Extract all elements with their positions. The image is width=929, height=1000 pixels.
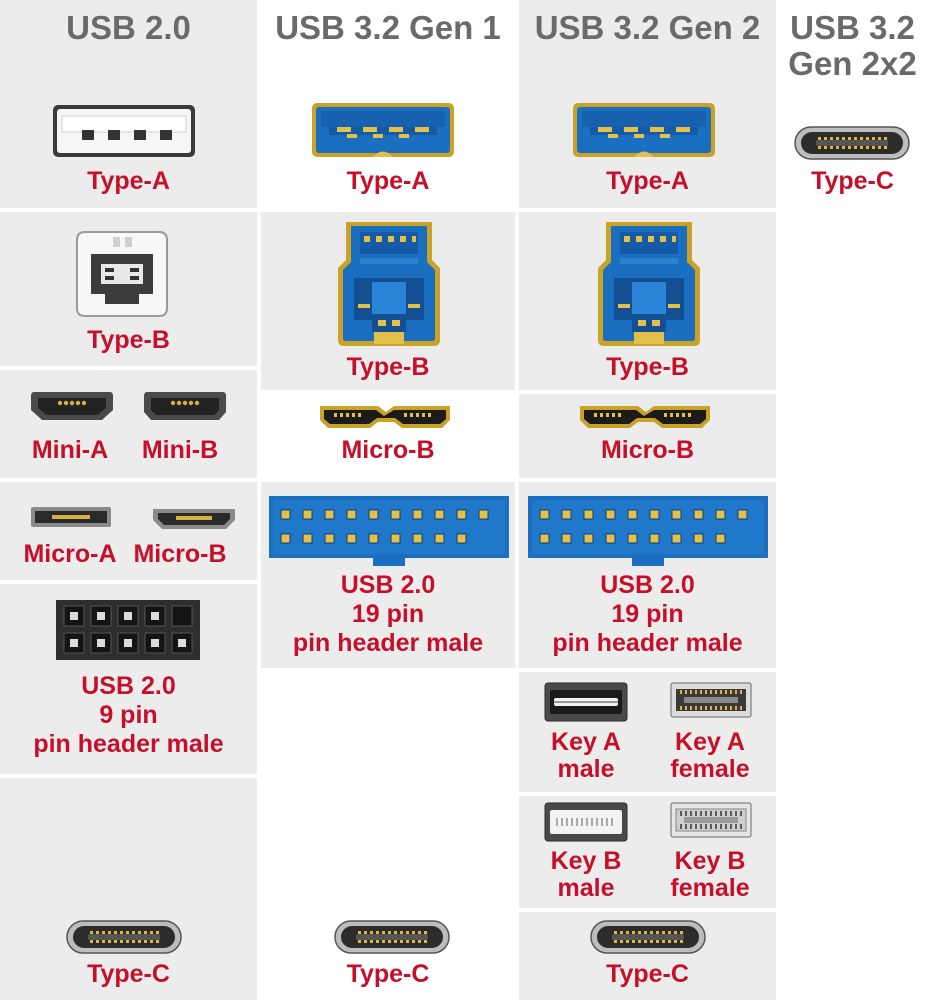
bg-microb-col3 <box>519 394 776 478</box>
usb2-type-a-icon <box>53 105 195 157</box>
gen1-pin-header-line3: pin header male <box>292 629 484 657</box>
usb2-type-c-label: Type-C <box>87 960 170 988</box>
key-b-male-icon <box>544 802 628 842</box>
gen1-pin-header-line1: USB 2.0 <box>340 571 436 599</box>
column-header-gen2x2-line1: USB 3.2 <box>790 9 915 46</box>
bg-typec-col1 <box>0 778 257 1000</box>
key-a-male-label-line1: Key A <box>551 728 621 756</box>
column-header-gen1: USB 3.2 Gen 1 <box>275 9 501 46</box>
key-b-female-label-line1: Key B <box>674 847 746 875</box>
key-b-female-icon <box>670 802 752 838</box>
gen2-pin-header-line1: USB 2.0 <box>600 571 695 599</box>
gen2-pin-header-line3: pin header male <box>552 629 743 657</box>
gen2-micro-b-label: Micro-B <box>600 436 695 464</box>
gen1-type-b-icon <box>338 222 440 346</box>
column-header-gen2x2-line2: Gen 2x2 <box>788 45 917 82</box>
usb2-type-b-icon <box>76 231 168 317</box>
bg-micro-col1 <box>0 482 257 580</box>
gen1-19pin-header-icon <box>269 496 509 566</box>
usb2-micro-a-icon <box>31 507 111 527</box>
usb2-type-c-icon <box>66 920 182 954</box>
key-a-male-icon <box>544 682 628 722</box>
usb2-micro-b-label: Micro-B <box>133 540 227 568</box>
gen1-type-a-icon <box>312 103 454 157</box>
column-header-gen2: USB 3.2 Gen 2 <box>534 9 761 46</box>
usb2-pin-header-line2: 9 pin <box>99 701 158 729</box>
usb2-pin-header-line3: pin header male <box>33 730 224 758</box>
gen1-type-a-label: Type-A <box>346 167 430 195</box>
key-a-female-label-line1: Key A <box>675 728 745 756</box>
gen2-type-c-icon <box>590 920 706 954</box>
usb2-type-a-label: Type-A <box>87 167 170 195</box>
usb2-pin-header-line1: USB 2.0 <box>81 672 176 700</box>
usb2-mini-a-label: Mini-A <box>31 436 109 464</box>
bg-header-col1 <box>0 0 257 208</box>
gen1-type-c-icon <box>334 920 450 954</box>
gen2x2-type-c-label: Type-C <box>811 167 894 195</box>
usb2-type-b-label: Type-B <box>87 326 170 354</box>
key-b-male-label-line1: Key B <box>550 847 622 875</box>
usb2-micro-a-label: Micro-A <box>23 540 117 568</box>
key-a-male-label-line2: male <box>557 755 615 783</box>
gen2-type-a-icon <box>573 103 715 157</box>
gen2-19pin-header-icon <box>528 496 768 566</box>
key-a-female-icon <box>670 682 752 718</box>
key-b-female-label-line2: female <box>670 874 750 902</box>
gen2-type-a-label: Type-A <box>606 167 689 195</box>
gen1-pin-header-line2: 19 pin <box>351 600 425 628</box>
column-header-usb2: USB 2.0 <box>66 9 191 46</box>
gen2-type-b-icon <box>598 222 700 346</box>
key-b-male-label-line2: male <box>557 874 615 902</box>
bg-mini-col1 <box>0 370 257 478</box>
gen2-type-c-label: Type-C <box>606 960 689 988</box>
gen1-micro-b-label: Micro-B <box>341 436 435 464</box>
key-a-female-label-line2: female <box>670 755 750 783</box>
usb2-mini-a-icon <box>31 392 113 420</box>
gen1-type-c-label: Type-C <box>346 960 430 988</box>
usb2-9pin-header-icon <box>56 600 200 660</box>
usb2-mini-b-label: Mini-B <box>141 436 219 464</box>
gen1-micro-b-icon <box>320 406 450 428</box>
gen1-type-b-label: Type-B <box>346 353 430 381</box>
gen2-pin-header-line2: 19 pin <box>611 600 684 628</box>
gen2x2-type-c-icon <box>794 126 910 160</box>
usb2-mini-b-icon <box>144 392 226 420</box>
usb2-micro-b-icon <box>153 509 235 529</box>
gen2-type-b-label: Type-B <box>606 353 689 381</box>
gen2-micro-b-icon <box>580 406 710 428</box>
